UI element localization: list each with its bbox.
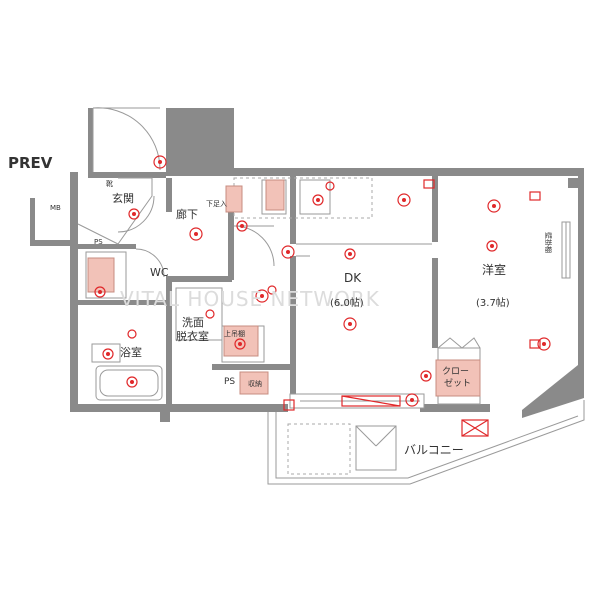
western-room-area-label: (3.7帖) [476,296,510,309]
electrical-marks [94,155,551,437]
closet-label-2: ゼット [444,377,471,389]
washroom-label-1: 洗面 [182,316,204,329]
balcony-label: バルコニー [404,443,464,457]
mb-label: MB [50,204,61,212]
storage-box [239,371,269,395]
wall-shelf-label: 壁掛棚 [544,232,553,253]
closet-box [435,359,481,397]
dk-area-label: (6.0帖) [330,296,364,309]
ps-bottom-label: PS [224,377,235,387]
closet-label-1: クロー [442,366,469,377]
wc-label: WC [150,266,169,279]
walls [30,108,584,422]
upper-shelf-box [223,325,259,357]
storage-items [87,179,481,397]
shoe-cabinet [225,185,243,213]
shoe-cabinet-label: 下足入 [206,200,227,208]
cooktop-box [265,179,285,211]
bathroom-label: 浴室 [120,345,142,359]
genkan-label: 玄関 [112,191,134,205]
storage-label: 収納 [248,379,262,388]
dk-label: DK [344,271,362,285]
western-room-label: 洋室 [482,262,506,277]
washroom-label-2: 脱衣室 [176,329,209,343]
watermark: VITAL HOUSE NETWORK [120,287,380,311]
thin-lines [77,107,585,485]
prev-label: PREV [8,154,53,172]
shoe-label: 靴 [106,179,113,188]
corridor-label: 廊下 [176,207,198,221]
ps-top-label: PS [94,238,103,246]
upper-shelf-label: 上吊棚 [224,329,245,338]
